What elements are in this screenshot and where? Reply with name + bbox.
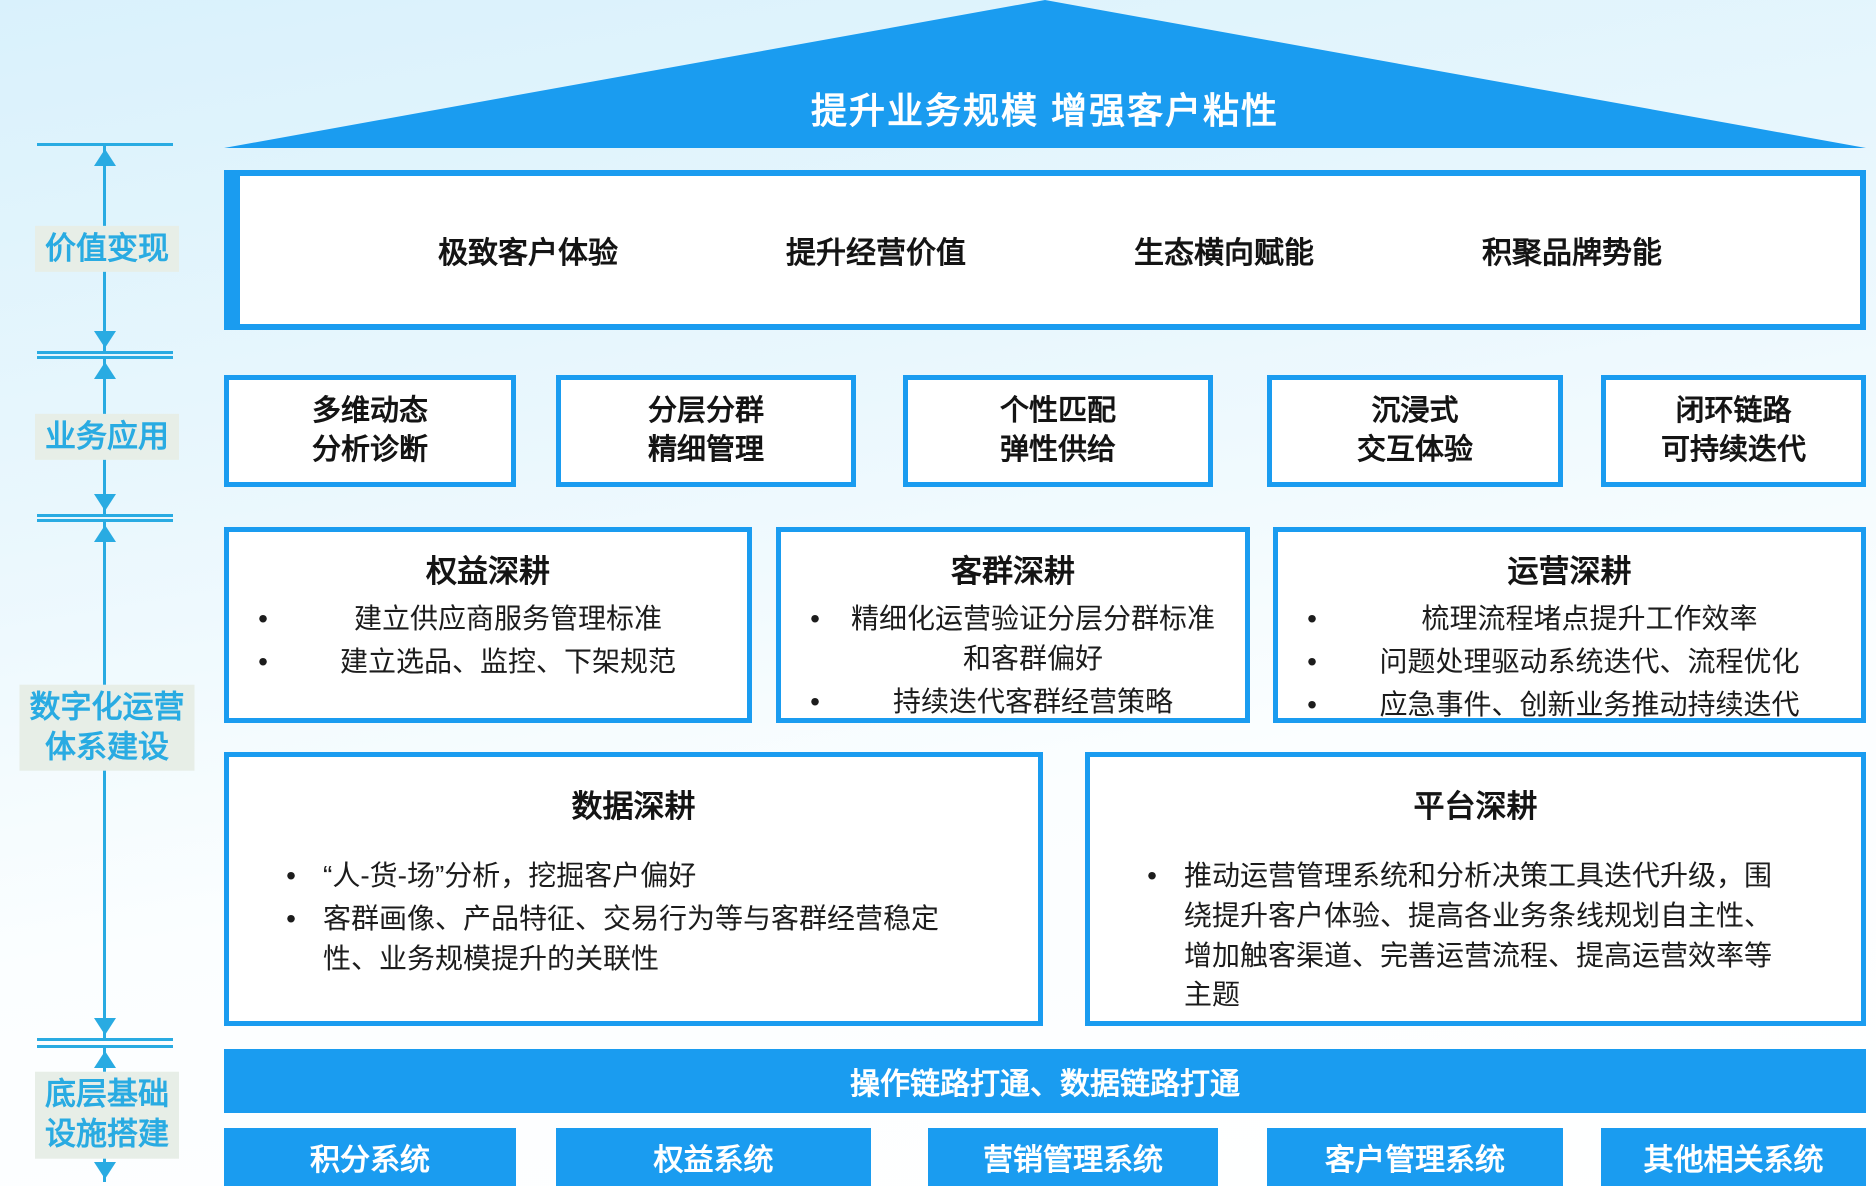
bullet-list: 梳理流程堵点提升工作效率 问题处理驱动系统迭代、流程优化 应急事件、创新业务推动… [1278,599,1861,724]
rail-section-application: 业务应用 [0,356,214,517]
arrow-cap-icon [37,351,173,354]
card-customer-group: 客群深耕 精细化运营验证分层分群标准和客群偏好 持续迭代客群经营策略 [776,527,1250,723]
app-box-segmentation: 分层分群 精细管理 [556,375,856,487]
arrow-cap-icon [37,514,173,517]
app-box-immersive: 沉浸式 交互体验 [1267,375,1563,487]
app-box-closed-loop: 闭环链路 可持续迭代 [1601,375,1866,487]
value-item-brand: 积聚品牌势能 [1482,237,1662,270]
bullet-list: 建立供应商服务管理标准 建立选品、监控、下架规范 [229,599,747,682]
rail-section-digital-operation: 数字化运营体系建设 [0,519,214,1041]
card-title-rights: 权益深耕 [426,554,550,589]
bullet-dot-icon [1120,856,1184,896]
bullet-list: “人-货-场”分析，挖掘客户偏好 客群画像、产品特征、交易行为等与客群经营稳定性… [229,856,1038,978]
arrow-cap-icon [37,1045,173,1048]
bullet-dot-icon [259,899,323,939]
bullet-dot-icon [259,856,323,896]
value-item-business-value: 提升经营价值 [786,237,966,270]
bullet-item: 持续迭代客群经营策略 [789,682,1225,722]
bullet-item: 应急事件、创新业务推动持续迭代 [1286,685,1841,725]
left-rail: 价值变现 业务应用 数字化运营体系建设 [0,0,214,1186]
card-operation: 运营深耕 梳理流程堵点提升工作效率 问题处理驱动系统迭代、流程优化 应急事件、创… [1273,527,1866,723]
bullet-item: 梳理流程堵点提升工作效率 [1286,599,1841,639]
card-rights: 权益深耕 建立供应商服务管理标准 建立选品、监控、下架规范 [224,527,752,723]
bullet-dot-icon [1286,642,1338,682]
system-box-other: 其他相关系统 [1601,1128,1866,1186]
card-platform: 平台深耕 推动运营管理系统和分析决策工具迭代升级，围绕提升客户体验、提高各业务条… [1085,752,1866,1026]
foundation-bar-label: 操作链路打通、数据链路打通 [850,1068,1240,1101]
arrow-up-icon [94,362,116,379]
rail-label-value: 价值变现 [35,225,179,272]
system-box-points: 积分系统 [224,1128,516,1186]
arrow-cap-icon [37,1038,173,1041]
operation-cards-row1: 权益深耕 建立供应商服务管理标准 建立选品、监控、下架规范 客群深耕 精细化运营… [224,527,1866,723]
rail-label-application: 业务应用 [35,413,179,460]
bullet-dot-icon [237,642,289,682]
arrow-cap-icon [37,519,173,522]
bullet-dot-icon [789,599,841,639]
app-box-matching: 个性匹配 弹性供给 [903,375,1213,487]
card-data: 数据深耕 “人-货-场”分析，挖掘客户偏好 客群画像、产品特征、交易行为等与客群… [224,752,1043,1026]
card-title-customer-group: 客群深耕 [951,554,1075,589]
application-layer: 多维动态 分析诊断 分层分群 精细管理 个性匹配 弹性供给 沉浸式 交互体验 闭… [224,375,1866,487]
bullet-item: 客群画像、产品特征、交易行为等与客群经营稳定性、业务规模提升的关联性 [259,899,1018,979]
rail-section-value: 价值变现 [0,143,214,354]
systems-row: 积分系统 权益系统 营销管理系统 客户管理系统 其他相关系统 [224,1128,1866,1186]
rail-label-foundation: 底层基础设施搭建 [35,1071,179,1159]
arrow-up-icon [94,149,116,166]
bullet-item: 问题处理驱动系统迭代、流程优化 [1286,642,1841,682]
arrow-cap-icon [37,356,173,359]
bullet-item: 推动运营管理系统和分析决策工具迭代升级，围绕提升客户体验、提高各业务条线规划自主… [1120,856,1841,1015]
foundation-bar: 操作链路打通、数据链路打通 [224,1049,1866,1113]
card-title-data: 数据深耕 [571,789,696,824]
bullet-dot-icon [789,682,841,722]
goal-title: 提升业务规模 增强客户粘性 [810,90,1279,131]
bullet-item: 建立供应商服务管理标准 [237,599,727,639]
bullet-item: 精细化运营验证分层分群标准和客群偏好 [789,599,1225,679]
arrow-down-icon [94,331,116,348]
arrow-cap-icon [37,143,173,146]
arrow-down-icon [94,494,116,511]
bullet-list: 精细化运营验证分层分群标准和客群偏好 持续迭代客群经营策略 [781,599,1245,721]
bullet-dot-icon [1286,599,1338,639]
rail-section-foundation: 底层基础设施搭建 [0,1045,214,1185]
system-box-rights: 权益系统 [556,1128,871,1186]
goal-banner: 提升业务规模 增强客户粘性 [224,0,1866,148]
value-realization-panel: 极致客户体验 提升经营价值 生态横向赋能 积聚品牌势能 [224,170,1866,330]
card-title-platform: 平台深耕 [1413,789,1538,824]
rail-label-digital-operation: 数字化运营体系建设 [19,684,195,772]
arrow-up-icon [94,525,116,542]
arrow-down-icon [94,1162,116,1179]
value-item-ecosystem: 生态横向赋能 [1134,237,1314,270]
system-box-marketing: 营销管理系统 [928,1128,1218,1186]
system-box-customer: 客户管理系统 [1267,1128,1563,1186]
app-box-analysis: 多维动态 分析诊断 [224,375,516,487]
bullet-list: 推动运营管理系统和分析决策工具迭代升级，围绕提升客户体验、提高各业务条线规划自主… [1090,856,1861,1015]
value-item-customer-experience: 极致客户体验 [438,237,618,270]
bullet-item: 建立选品、监控、下架规范 [237,642,727,682]
bullet-item: “人-货-场”分析，挖掘客户偏好 [259,856,1018,896]
operation-cards-row2: 数据深耕 “人-货-场”分析，挖掘客户偏好 客群画像、产品特征、交易行为等与客群… [224,752,1866,1026]
arrow-up-icon [94,1051,116,1068]
bullet-dot-icon [237,599,289,639]
card-title-operation: 运营深耕 [1507,554,1632,589]
arrow-down-icon [94,1018,116,1035]
arrow-stem [103,522,106,1038]
bullet-dot-icon [1286,685,1338,725]
